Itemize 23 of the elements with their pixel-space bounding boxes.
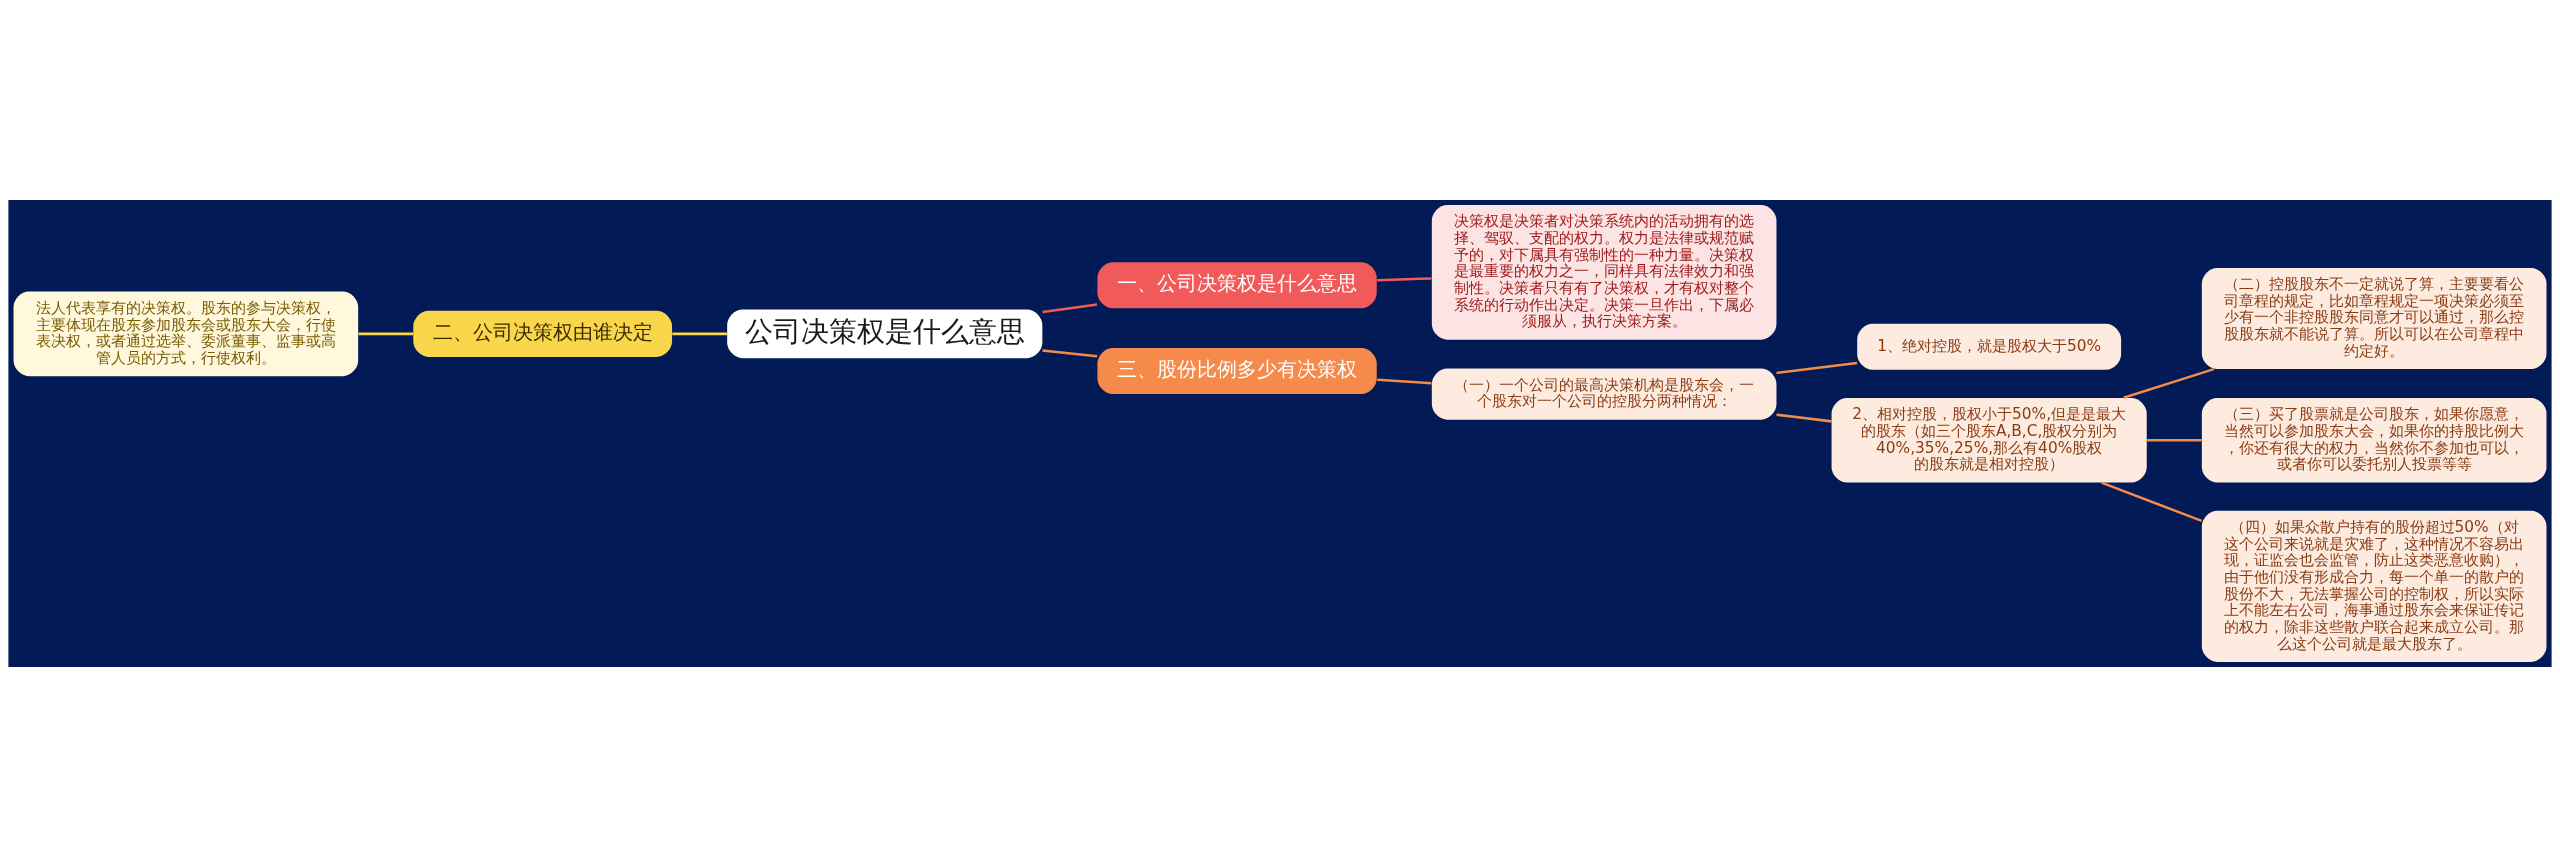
node-box: 公司决策权是什么意思 (727, 309, 1043, 358)
node-box: 1、绝对控股，就是股权大于50% (1857, 323, 2122, 370)
node-box: （一）一个公司的最高决策机构是股东会，一个股东对一个公司的控股分两种情况： (1431, 368, 1777, 420)
connector (1042, 348, 1098, 358)
node-box: 三、股份比例多少有决策权 (1097, 347, 1377, 394)
node-box: 法人代表享有的决策权。股东的参与决策权，主要体现在股东参加股东会或股东大会，行使表决权，或者通过选举、委派董事、监事或高管人员的方式，行使权利。 (13, 291, 359, 376)
connector (672, 332, 727, 335)
connector (2123, 367, 2215, 399)
connector (1377, 378, 1432, 385)
node-box: （二）控股股东不一定就说了算，主要要看公司章程的规定，比如章程规定一项决策必须至少有一个非控股股东同意才可以通过，那么控股股东就不能说了算。所以可以在公司章程中约定好。 (2201, 267, 2547, 369)
node-box: 二、公司决策权由谁决定 (413, 310, 673, 357)
node-box: 2、相对控股，股权小于50%,但是是最大的股东（如三个股东A,B,C,股权分别为40%,35%,25%,那么有40%股权的股东就是相对控股） (1831, 397, 2147, 482)
connector (358, 332, 414, 335)
node-box: （四）如果众散户持有的股份超过50%（对这个公司来说就是灾难了，这种情况不容易出现，证监会也会监管，防止这类恶意收购），由于他们没有形成合力，每一个单一的散户的股份不大，无法掌握公司的控制权，所以实际上不能左右公司，海事通过股东会来保证传记的权力，除非这些散户联合起来成立公司。那么这个公司就是最大股东了。 (2201, 510, 2547, 662)
connector (1042, 302, 1098, 313)
node-box: （三）买了股票就是公司股东，如果你愿意，当然可以参加股东大会，如果你的持股比例大，你还有很大的权力，当然你不参加也可以，或者你可以委托别人投票等等 (2201, 397, 2547, 482)
connector (2101, 480, 2203, 522)
node-box: 一、公司决策权是什么意思 (1097, 261, 1377, 308)
connector (1377, 276, 1432, 282)
connector (2147, 438, 2202, 441)
connector (1776, 361, 1858, 374)
node-box: 决策权是决策者对决策系统内的活动拥有的选择、驾驭、支配的权力。权力是法律或规范赋予的，对下属具有强制性的一种力量。决策权是最重要的权力之一，同样具有法律效力和强制性。决策者只有有了决策权，才有权对整个系统的行动作出决定。决策一旦作出，下属必须服从，执行决策方案。 (1431, 204, 1777, 340)
connector (1776, 412, 1832, 423)
